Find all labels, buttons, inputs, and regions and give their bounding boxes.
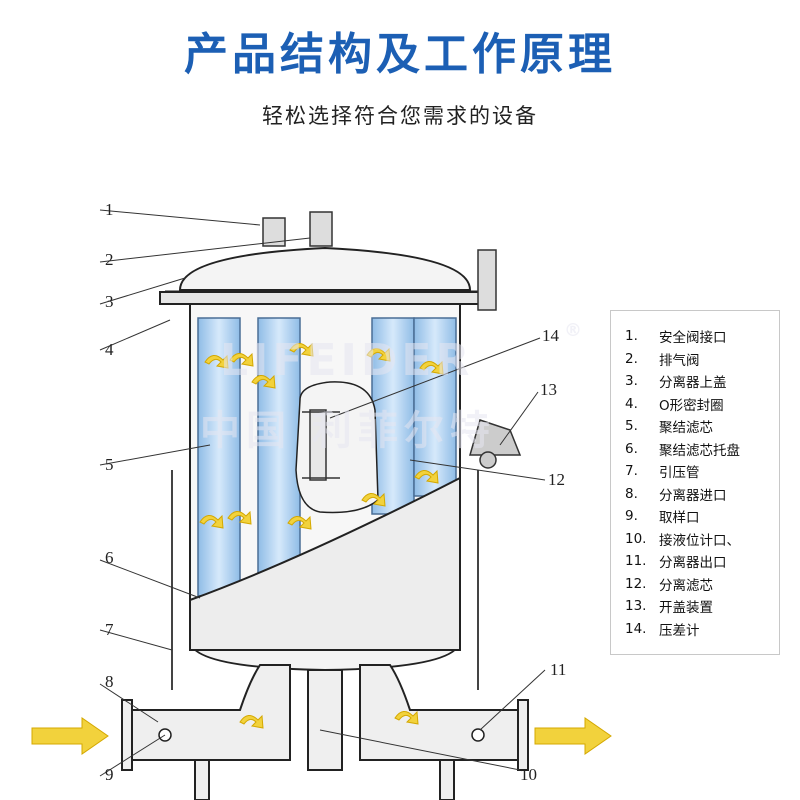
legend-item: 12. 分离滤芯 xyxy=(625,573,779,596)
callout-6: 6 xyxy=(105,548,114,567)
legend-item: 4. O形密封圈 xyxy=(625,393,779,416)
legend-item: 3. 分离器上盖 xyxy=(625,370,779,393)
legend-num: 14. xyxy=(625,620,647,637)
swirl-arrows xyxy=(199,342,444,729)
callout-1: 1 xyxy=(105,200,114,219)
callout-11: 11 xyxy=(550,660,567,679)
legend-num: 8. xyxy=(625,485,638,502)
legend-num: 10. xyxy=(625,530,647,547)
callout-8: 8 xyxy=(105,672,114,691)
legend-num: 12. xyxy=(625,575,647,592)
legend-label: 引压管 xyxy=(659,465,700,482)
page-subtitle: 轻松选择符合您需求的设备 xyxy=(262,104,538,128)
watermark-mark: ® xyxy=(564,320,582,341)
legend-num: 7. xyxy=(625,463,638,480)
callout-3: 3 xyxy=(105,292,114,311)
watermark-logo: LIFEIDER xyxy=(220,335,474,386)
legend-label: 分离器进口 xyxy=(659,487,727,504)
callout-10: 10 xyxy=(520,765,537,784)
watermark-text: 中国 利菲尔特 xyxy=(200,408,496,454)
flow-arrows xyxy=(31,717,612,755)
legend-num: 9. xyxy=(625,508,638,525)
opening-device xyxy=(469,419,522,469)
legend-item: 8. 分离器进口 xyxy=(625,483,779,506)
legend-item: 6. 聚结滤芯托盘 xyxy=(625,438,779,461)
legend-item: 1. 安全阀接口 xyxy=(625,325,779,348)
legend-label: 排气阀 xyxy=(659,352,700,369)
legend-label: 接液位计口、 xyxy=(659,532,740,549)
legend-item: 7. 引压管 xyxy=(625,460,779,483)
legend-label: 聚结滤芯托盘 xyxy=(659,442,740,459)
legend-label: O形密封圈 xyxy=(659,397,724,414)
legend-box: 1. 安全阀接口 2. 排气阀 3. 分离器上盖 4. O形密封圈 5. 聚结滤芯 6. 聚… xyxy=(610,310,780,655)
callout-4: 4 xyxy=(105,340,114,359)
legend-item: 10. 接液位计口、 xyxy=(625,528,779,551)
legend-num: 11. xyxy=(625,553,647,570)
legend-label: 开盖装置 xyxy=(659,600,713,617)
legend-label: 分离滤芯 xyxy=(659,577,713,594)
legend-label: 聚结滤芯 xyxy=(659,420,713,437)
page-title: 产品结构及工作原理 xyxy=(184,29,616,80)
legend-item: 13. 开盖装置 xyxy=(625,595,779,618)
legend-num: 4. xyxy=(625,395,638,412)
legend-label: 分离器出口 xyxy=(659,555,727,572)
callout-9: 9 xyxy=(105,765,114,784)
pressure-tube xyxy=(171,470,479,690)
legend-num: 3. xyxy=(625,373,638,390)
differential-gauge xyxy=(302,409,340,481)
legend-num: 13. xyxy=(625,598,647,615)
callout-5: 5 xyxy=(105,455,114,474)
legend-num: 5. xyxy=(625,418,638,435)
top-valves xyxy=(262,211,497,311)
legend-item: 14. 压差计 xyxy=(625,618,779,641)
callout-7: 7 xyxy=(105,620,114,639)
legend-item: 2. 排气阀 xyxy=(625,348,779,371)
piping xyxy=(121,664,529,800)
legend-num: 6. xyxy=(625,440,638,457)
callout-12: 12 xyxy=(548,470,565,489)
legend-label: 取样口 xyxy=(659,510,700,527)
legend-item: 9. 取样口 xyxy=(625,505,779,528)
legend-label: 分离器上盖 xyxy=(659,375,727,392)
legend-label: 压差计 xyxy=(659,622,700,639)
callout-13: 13 xyxy=(540,380,557,399)
legend-item: 11. 分离器出口 xyxy=(625,550,779,573)
legend-item: 5. 聚结滤芯 xyxy=(625,415,779,438)
cartridge-tray xyxy=(189,476,461,651)
leader-lines xyxy=(99,209,546,777)
sample-ports xyxy=(158,728,485,742)
legend-num: 2. xyxy=(625,350,638,367)
callout-14: 14 xyxy=(542,326,559,345)
legend-num: 1. xyxy=(625,328,638,345)
legend-label: 安全阀接口 xyxy=(659,330,727,347)
filter-cartridges xyxy=(197,317,457,597)
callout-2: 2 xyxy=(105,250,114,269)
